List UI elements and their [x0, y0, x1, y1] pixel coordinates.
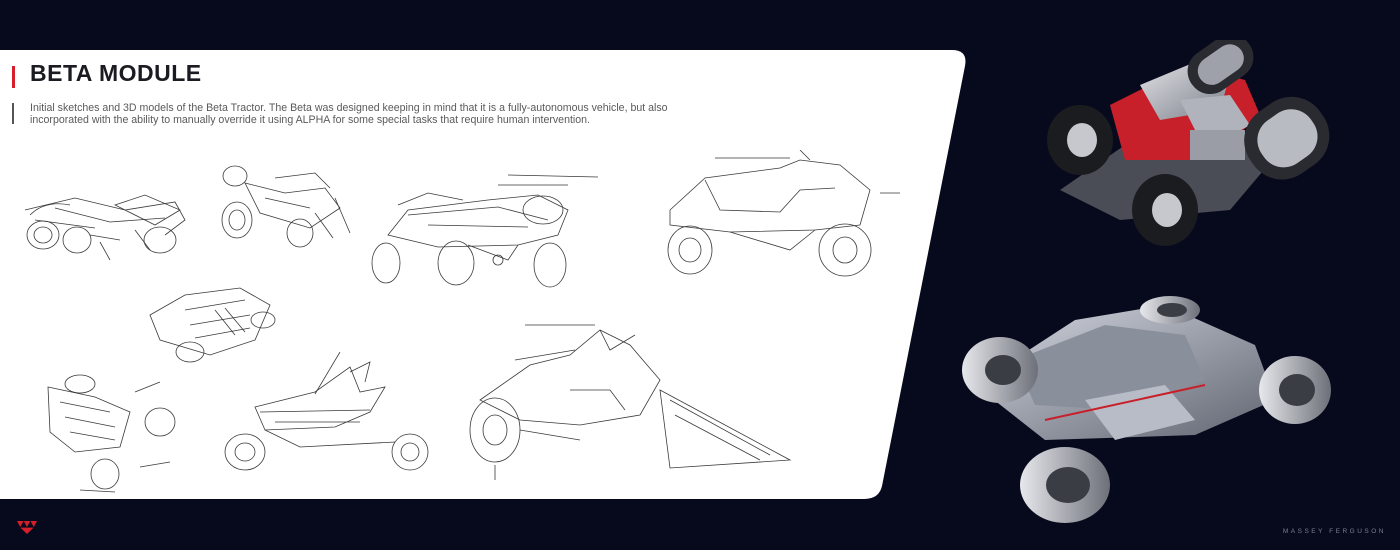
title-accent-bar [12, 66, 15, 88]
page-title: BETA MODULE [30, 60, 202, 86]
sketch-image [145, 280, 280, 370]
sketch-image [215, 158, 355, 258]
sketch-image [650, 150, 905, 285]
sketch-image [15, 180, 190, 270]
sketch-image [220, 352, 435, 477]
render-grey-wheeled-tractor [955, 290, 1335, 525]
page-description: Initial sketches and 3D models of the Be… [30, 102, 668, 126]
render-red-tracked-tractor [1030, 40, 1345, 250]
brand-name: MASSEY FERGUSON [1282, 528, 1386, 535]
sketch-image [40, 372, 180, 497]
massey-ferguson-logo-icon [17, 519, 37, 535]
sketch-image [368, 165, 628, 290]
description-accent-bar [12, 103, 14, 124]
sketch-image [460, 320, 800, 485]
